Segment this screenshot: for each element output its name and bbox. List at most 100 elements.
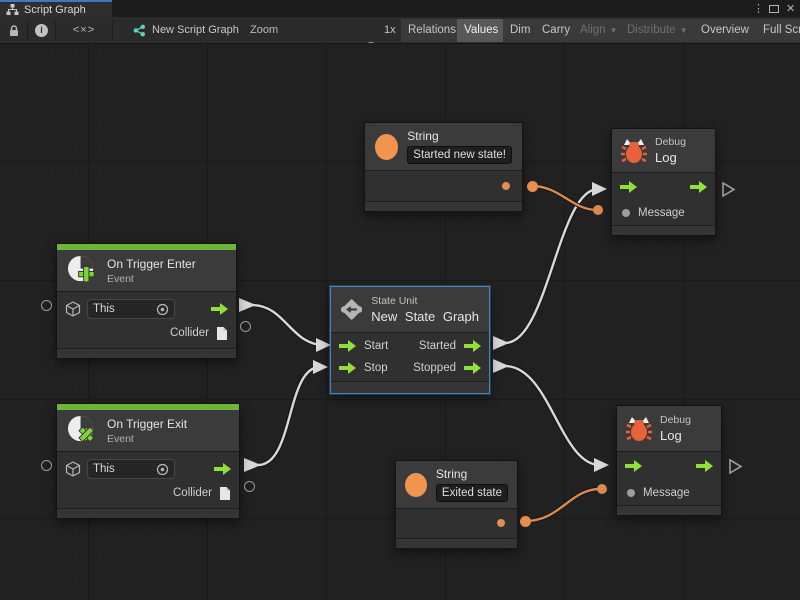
event-target-input-port[interactable]: [41, 300, 52, 311]
flow-input-arrow-icon[interactable]: [625, 460, 642, 472]
string-value-input[interactable]: Started new state!: [407, 146, 512, 164]
event-exit-icon: [67, 415, 95, 443]
zoom-slider-handle[interactable]: [365, 42, 377, 43]
collider-file-icon: [217, 326, 227, 340]
node-footer: [331, 381, 489, 393]
tab-script-graph[interactable]: Script Graph: [0, 0, 112, 17]
chevron-down-icon: ▼: [679, 26, 688, 35]
port-label: Collider: [170, 327, 209, 339]
node-string-bottom[interactable]: String Exited state: [395, 460, 518, 549]
flow-output-arrow-icon[interactable]: [690, 181, 707, 193]
flow-output-arrow-icon[interactable]: [464, 340, 481, 352]
code-view-button[interactable]: <×>: [56, 17, 112, 43]
fullscreen-button[interactable]: Full Scr: [756, 19, 800, 42]
flow-output-arrow-icon[interactable]: [696, 460, 713, 472]
target-object-field[interactable]: This: [87, 459, 175, 479]
maximize-icon: [769, 4, 779, 13]
chevron-down-icon: ▼: [609, 26, 618, 35]
graph-name: New Script Graph: [152, 24, 239, 36]
gameobject-cube-icon: [65, 301, 81, 317]
flow-output-arrow-icon[interactable]: [211, 303, 228, 315]
node-footer: [57, 348, 236, 358]
event-enter-icon: [67, 255, 95, 283]
node-title: Log: [660, 428, 682, 443]
node-debug-log-top[interactable]: Debug Log Message: [611, 128, 716, 236]
value-input-dot-icon[interactable]: [627, 488, 635, 497]
flow-continuation-port[interactable]: [728, 458, 743, 475]
graph-toolbar: i <×> New Script Graph Zoom 1x Relations…: [0, 17, 800, 44]
flow-input-arrow-icon[interactable]: [339, 362, 356, 374]
port-label: Stopped: [413, 362, 456, 374]
node-title: New State Graph: [371, 309, 479, 324]
zoom-value: 1x: [384, 24, 396, 36]
node-footer: [612, 225, 715, 235]
script-graph-icon: [6, 4, 19, 15]
node-kind: State Unit: [371, 295, 418, 307]
align-dropdown[interactable]: Align▼: [573, 19, 625, 42]
flow-input-arrow-icon[interactable]: [620, 181, 637, 193]
node-title: Log: [655, 150, 677, 165]
window-maximize-button[interactable]: [769, 0, 779, 17]
node-footer: [396, 538, 517, 548]
string-value-input[interactable]: Exited state: [435, 484, 508, 502]
current-graph-label[interactable]: New Script Graph: [133, 17, 239, 43]
carry-button[interactable]: Carry: [535, 19, 578, 42]
node-body: This Collider: [57, 292, 236, 348]
node-on-trigger-enter[interactable]: On Trigger Enter Event This: [56, 243, 237, 359]
node-subtitle: Event: [107, 432, 134, 445]
collider-output-port[interactable]: [244, 481, 255, 492]
value-input-dot-icon[interactable]: [622, 209, 630, 217]
node-body: This Collider: [57, 452, 239, 508]
bug-icon: [621, 138, 647, 163]
target-object-field[interactable]: This: [87, 299, 175, 319]
values-button[interactable]: Values: [457, 19, 506, 42]
node-state-unit[interactable]: State Unit New State Graph Start Started…: [330, 286, 490, 394]
bug-icon: [626, 416, 652, 441]
collider-output-port[interactable]: [240, 321, 251, 332]
window-tab-bar: Script Graph ⋮ ✕: [0, 0, 800, 17]
object-picker-icon[interactable]: [156, 463, 169, 476]
string-literal-icon: [405, 472, 427, 497]
port-label: Message: [643, 486, 690, 499]
node-debug-log-bottom[interactable]: Debug Log Message: [616, 405, 722, 516]
event-target-input-port[interactable]: [41, 460, 52, 471]
message-row: Message: [612, 201, 715, 225]
graph-asset-icon: [133, 24, 145, 36]
window-close-button[interactable]: ✕: [786, 3, 796, 15]
string-output-port[interactable]: [520, 516, 531, 527]
flow-output-arrow-icon[interactable]: [214, 463, 231, 475]
info-button[interactable]: i: [28, 17, 55, 43]
value-output-dot-icon[interactable]: [497, 519, 505, 527]
node-string-top[interactable]: String Started new state!: [364, 122, 523, 212]
flow-continuation-port[interactable]: [721, 181, 736, 198]
node-footer: [365, 201, 522, 211]
value-output-dot-icon[interactable]: [502, 182, 510, 190]
flow-input-arrow-icon[interactable]: [339, 340, 356, 352]
object-picker-icon[interactable]: [156, 303, 169, 316]
message-row: Message: [617, 480, 721, 505]
node-kind: Debug: [660, 414, 691, 426]
node-on-trigger-exit[interactable]: On Trigger Exit Event This: [56, 403, 240, 519]
node-footer: [57, 508, 239, 518]
node-body: [396, 509, 517, 538]
node-footer: [617, 505, 721, 515]
lock-icon: [9, 24, 18, 36]
flow-output-arrow-icon[interactable]: [464, 362, 481, 374]
collider-file-icon: [220, 486, 230, 500]
lock-button[interactable]: [0, 17, 27, 43]
port-label: Start: [364, 340, 389, 352]
dim-button[interactable]: Dim: [503, 19, 538, 42]
distribute-dropdown[interactable]: Distribute▼: [620, 19, 695, 42]
node-title: String: [407, 129, 439, 143]
node-subtitle: Event: [107, 272, 134, 285]
overview-button[interactable]: Overview: [694, 19, 756, 42]
code-icon: <×>: [72, 24, 96, 36]
event-accent-bar: [57, 404, 239, 410]
string-output-port[interactable]: [527, 181, 538, 192]
relations-button[interactable]: Relations: [401, 19, 463, 42]
string-literal-icon: [375, 133, 399, 160]
flow-row: [617, 452, 721, 480]
window-menu-button[interactable]: ⋮: [753, 3, 764, 15]
port-label: Stop: [364, 362, 388, 374]
